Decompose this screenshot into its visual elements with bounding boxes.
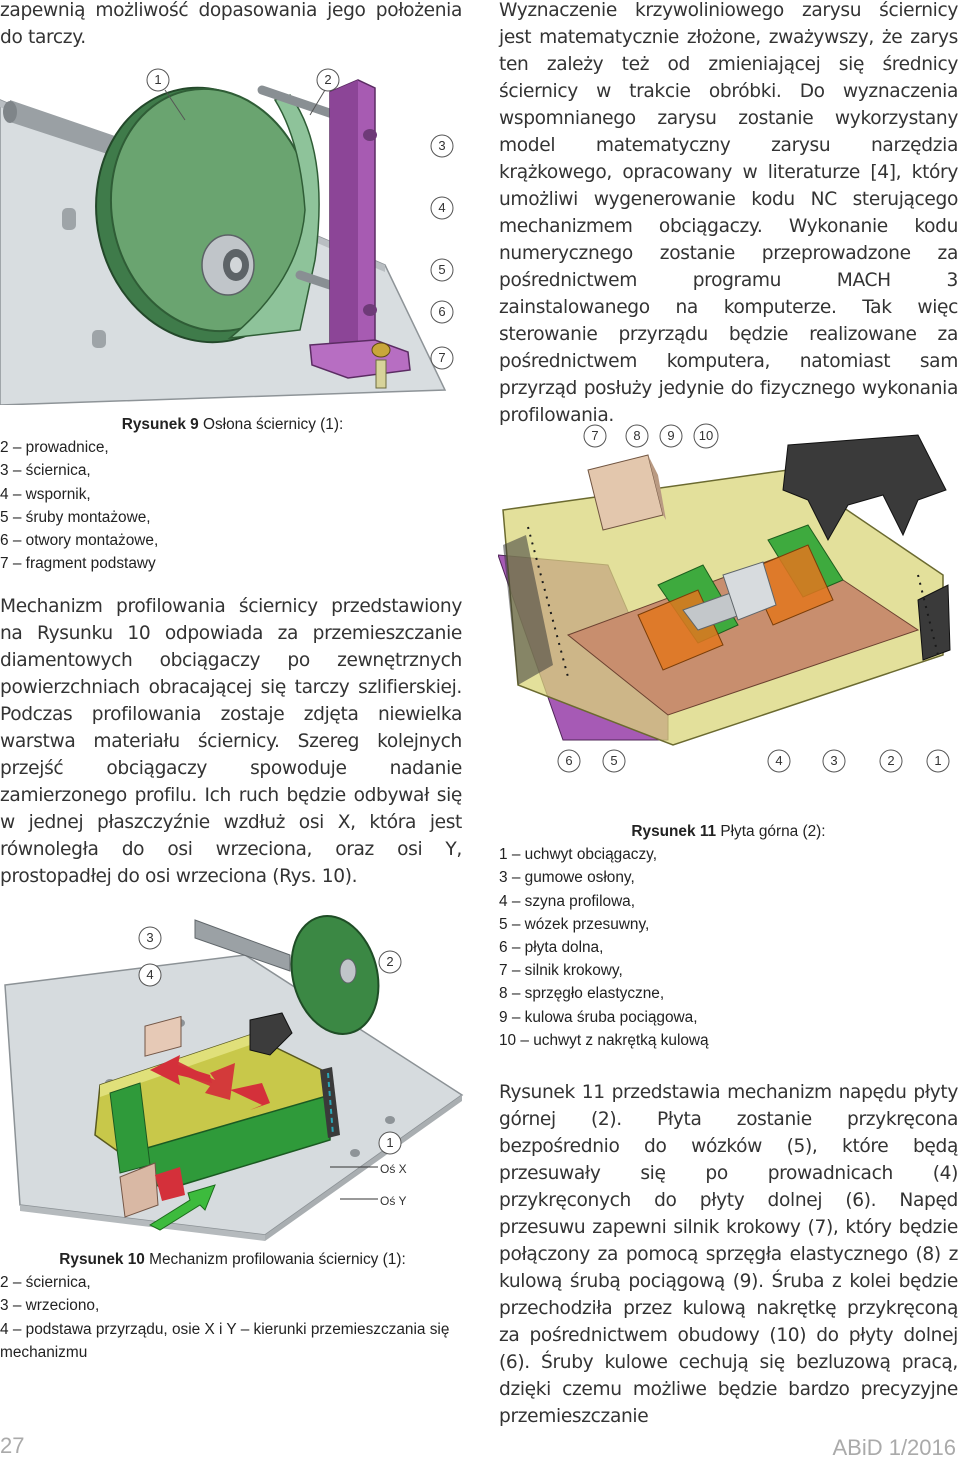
figure-9-title-text: Osłona ściernicy (1): bbox=[198, 416, 344, 433]
figure-11-item: 7 – silnik krokowy, bbox=[499, 962, 623, 980]
figure-11-svg: 7 8 9 10 6 5 4 3 2 1 bbox=[498, 423, 951, 773]
callout-9-label: 9 bbox=[667, 428, 674, 443]
callout-3-label: 3 bbox=[830, 753, 837, 768]
figure-9-caption: Rysunek 9 Osłona ściernicy (1): 2 – prow… bbox=[0, 413, 465, 575]
figure-10-svg: 3 4 2 1 Oś X Oś Y bbox=[4, 915, 464, 1241]
callout-10 bbox=[693, 423, 719, 449]
figure-11-plate-render: 7 8 9 10 6 5 4 3 2 1 bbox=[498, 415, 960, 780]
figure-9-caption-title: Rysunek 9 Osłona ściernicy (1): bbox=[0, 413, 465, 436]
figure-11-item: 4 – szyna profilowa, bbox=[499, 892, 636, 910]
callout-5-label: 5 bbox=[438, 262, 445, 277]
callout-9 bbox=[659, 424, 683, 448]
callout-1-label: 1 bbox=[934, 753, 941, 768]
figure-10-caption: Rysunek 10 Mechanizm profilowania ściern… bbox=[0, 1248, 465, 1364]
figure-11-item: 8 – sprzęgło elastyczne, bbox=[499, 985, 665, 1003]
callout-3 bbox=[138, 926, 162, 950]
figure-10-title-text: Mechanizm profilowania ściernicy (1): bbox=[144, 1251, 406, 1268]
figure-11-item: 6 – płyta dolna, bbox=[499, 939, 604, 957]
callout-4-label: 4 bbox=[775, 753, 782, 768]
callout-1 bbox=[378, 1131, 402, 1155]
figure-11-item: 3 – gumowe osłony, bbox=[499, 869, 635, 887]
callout-1 bbox=[926, 749, 950, 773]
plate-paragraph: Rysunek 11 przedstawia mechanizm napędu … bbox=[499, 1082, 958, 1427]
page-number: 27 bbox=[0, 1433, 25, 1458]
callout-7-label: 7 bbox=[438, 350, 445, 365]
figure-11-item: 1 – uchwyt obciągaczy, bbox=[499, 846, 657, 864]
figure-9-item: 5 – śruby montażowe, bbox=[0, 508, 151, 526]
figure-9-item: 2 – prowadnice, bbox=[0, 439, 109, 457]
figure-10-mechanism-render: 3 4 2 1 Oś X Oś Y bbox=[0, 905, 465, 1245]
callout-6 bbox=[557, 749, 581, 773]
callout-2 bbox=[316, 68, 340, 92]
figure-11-item: 10 – uchwyt z nakrętką kulową bbox=[499, 1031, 709, 1049]
journal-issue: ABiD 1/2016 bbox=[832, 1435, 956, 1460]
callout-5 bbox=[430, 258, 454, 282]
figure-10-caption-title: Rysunek 10 Mechanizm profilowania ściern… bbox=[0, 1248, 465, 1271]
callout-4 bbox=[138, 963, 162, 987]
callout-7 bbox=[583, 424, 607, 448]
callout-2-label: 2 bbox=[887, 753, 894, 768]
callout-5 bbox=[602, 749, 626, 773]
callout-6 bbox=[430, 300, 454, 324]
callout-3-label: 3 bbox=[438, 138, 445, 153]
callout-4-label: 4 bbox=[438, 200, 445, 215]
callout-8 bbox=[625, 424, 649, 448]
callout-8-label: 8 bbox=[633, 428, 640, 443]
callout-7 bbox=[430, 346, 454, 370]
figure-11-caption-title: Rysunek 11 Płyta górna (2): bbox=[499, 820, 958, 843]
callout-3 bbox=[822, 749, 846, 773]
figure-9-item: 4 – wspornik, bbox=[0, 485, 91, 503]
figure-11-caption: Rysunek 11 Płyta górna (2): 1 – uchwyt o… bbox=[499, 820, 958, 1052]
callout-5-label: 5 bbox=[610, 753, 617, 768]
figure-9-svg: 1 2 3 4 5 6 7 bbox=[0, 68, 454, 405]
callout-2 bbox=[378, 950, 402, 974]
figure-10-item: 4 – podstawa przyrządu, osie X i Y – kie… bbox=[0, 1320, 450, 1361]
figure-10-item: 2 – ściernica, bbox=[0, 1274, 91, 1292]
axis-y-label: Oś Y bbox=[380, 1194, 406, 1208]
figure-9-item: 6 – otwory montażowe, bbox=[0, 532, 159, 550]
callout-2-label: 2 bbox=[386, 954, 393, 969]
figure-11-item: 9 – kulowa śruba pociągowa, bbox=[499, 1008, 698, 1026]
figure-11-title-text: Płyta górna (2): bbox=[716, 823, 826, 840]
figure-11-label: Rysunek 11 bbox=[631, 823, 717, 840]
callout-1-label: 1 bbox=[386, 1135, 393, 1150]
callout-2-label: 2 bbox=[324, 72, 331, 87]
callout-4 bbox=[767, 749, 791, 773]
callout-3-label: 3 bbox=[146, 930, 153, 945]
callout-3 bbox=[430, 134, 454, 158]
callout-1 bbox=[146, 68, 170, 92]
figure-9-guard-render: 1 2 3 4 5 6 7 bbox=[0, 60, 465, 405]
callout-4 bbox=[430, 196, 454, 220]
callout-4-label: 4 bbox=[146, 967, 153, 982]
callout-6-label: 6 bbox=[565, 753, 572, 768]
figure-9-item: 7 – fragment podstawy bbox=[0, 555, 156, 573]
left-top-text: zapewnią możliwość dopasowania jego poło… bbox=[0, 0, 462, 48]
callout-1-label: 1 bbox=[154, 72, 161, 87]
figure-10-item: 3 – wrzeciono, bbox=[0, 1297, 100, 1315]
figure-11-item: 5 – wózek przesuwny, bbox=[499, 915, 650, 933]
callout-7-label: 7 bbox=[591, 428, 598, 443]
mechanism-paragraph: Mechanizm profilowania ściernicy przedst… bbox=[0, 596, 462, 887]
figure-9-label: Rysunek 9 bbox=[121, 416, 199, 433]
right-top-text: Wyznaczenie krzywoliniowego zarysu ścier… bbox=[499, 0, 958, 426]
callout-2 bbox=[879, 749, 903, 773]
callout-10-label: 10 bbox=[699, 428, 713, 443]
axis-x-label: Oś X bbox=[380, 1162, 407, 1176]
figure-10-label: Rysunek 10 bbox=[59, 1251, 145, 1268]
callout-6-label: 6 bbox=[438, 304, 445, 319]
figure-9-item: 3 – ściernica, bbox=[0, 462, 91, 480]
